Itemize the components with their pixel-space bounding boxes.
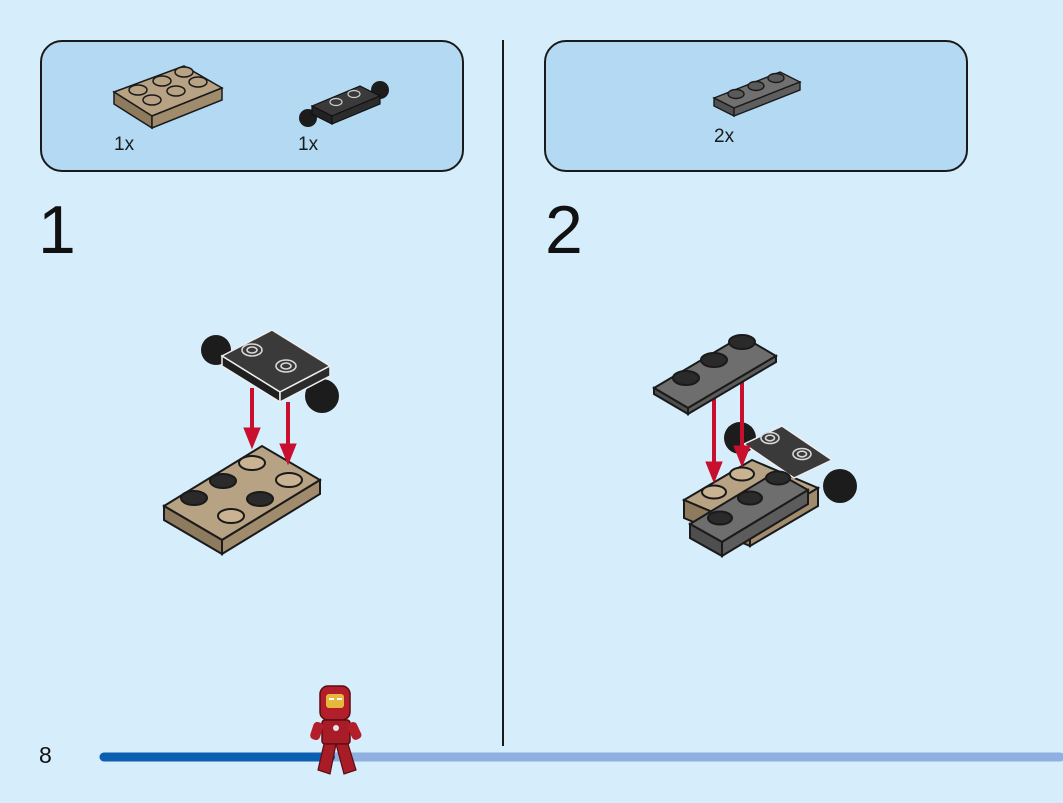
arrow-icon xyxy=(705,378,751,484)
tan-plate-icon xyxy=(162,444,322,556)
step-divider xyxy=(502,40,504,746)
arrow-icon xyxy=(243,388,297,466)
step-number-2: 2 xyxy=(545,192,583,268)
page-number: 8 xyxy=(39,742,52,768)
part-quantity: 1x xyxy=(298,134,319,155)
step-number-1: 1 xyxy=(38,192,76,268)
iron-man-minifigure-icon xyxy=(310,685,362,775)
grey-plate-icon xyxy=(712,71,802,118)
parts-callout-step-2: 2x xyxy=(544,40,968,172)
grey-plate-icon xyxy=(688,470,810,558)
ball-plate-icon xyxy=(201,329,339,413)
ball-plate-icon xyxy=(299,81,389,127)
tan-plate-icon xyxy=(112,65,224,130)
part-quantity: 2x xyxy=(714,126,735,147)
grey-plate-icon xyxy=(652,334,778,416)
part-quantity: 1x xyxy=(114,134,135,155)
parts-callout-step-1: 1x 1x xyxy=(40,40,464,172)
